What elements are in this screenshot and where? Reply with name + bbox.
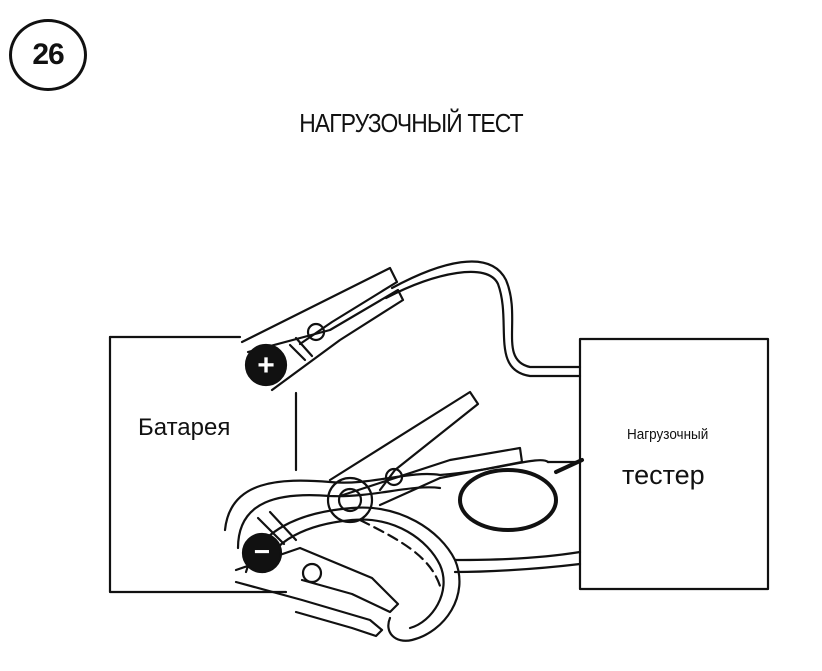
loop-lead [554,458,584,474]
tester-label-line1: Нагрузочный [627,426,709,443]
load-tester-box [578,337,770,591]
tester-label-line2: тестер [622,460,705,490]
positive-symbol: + [257,349,275,382]
negative-symbol: − [254,536,270,567]
negative-terminal: − [241,532,283,574]
positive-terminal: + [244,343,288,387]
battery-label: Батарея [138,414,231,441]
current-clamp-loop [458,468,558,532]
battery-box [108,335,298,594]
diagram-title: НАГРУЗОЧНЫЙ ТЕСТ [299,108,523,138]
positive-cable [384,260,582,378]
negative-clamp [234,510,400,638]
current-clamp [326,390,524,524]
positive-clamp [240,266,405,392]
figure-number: 26 [32,38,64,71]
figure-number-badge: 26 [9,19,87,91]
